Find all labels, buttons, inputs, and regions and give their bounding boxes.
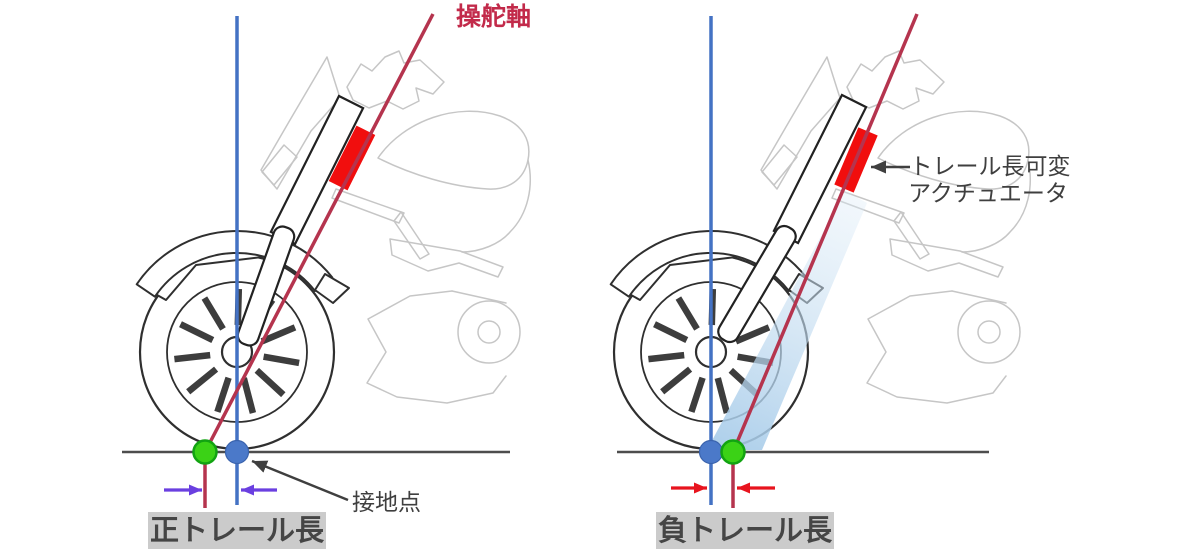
actuator-annotation: トレール長可変 アクチュエータ <box>871 153 1071 206</box>
actuator-label-line1: トレール長可変 <box>910 153 1071 179</box>
axis-ground-dot-right <box>720 439 746 465</box>
axis-ground-dot-left <box>192 439 218 465</box>
caption-box-positive <box>148 512 326 549</box>
caption-box-negative <box>656 512 834 549</box>
steering-axis-line-right <box>731 13 919 453</box>
caption-negative-trail: 負トレール長 <box>658 514 833 547</box>
contact-point-dot-left <box>224 439 250 465</box>
steering-axis-label: 操舵軸 <box>456 2 531 31</box>
contact-point-dot-right <box>698 439 724 465</box>
fork-lower-left <box>236 225 296 347</box>
contact-point-arrow <box>251 459 349 502</box>
actuator-left <box>328 125 376 191</box>
panel-positive-trail: 正トレール長 <box>122 13 531 549</box>
caption-positive-trail: 正トレール長 <box>150 515 325 547</box>
contact-point-label: 接地点 <box>352 489 421 515</box>
contact-point-annotation: 接地点 <box>251 459 421 515</box>
steering-axis-line-left <box>203 13 435 453</box>
actuator-label-line2: アクチュエータ <box>908 180 1068 206</box>
fork-lower-right <box>717 224 797 344</box>
panel-negative-trail: 負トレール長 <box>609 13 1031 549</box>
